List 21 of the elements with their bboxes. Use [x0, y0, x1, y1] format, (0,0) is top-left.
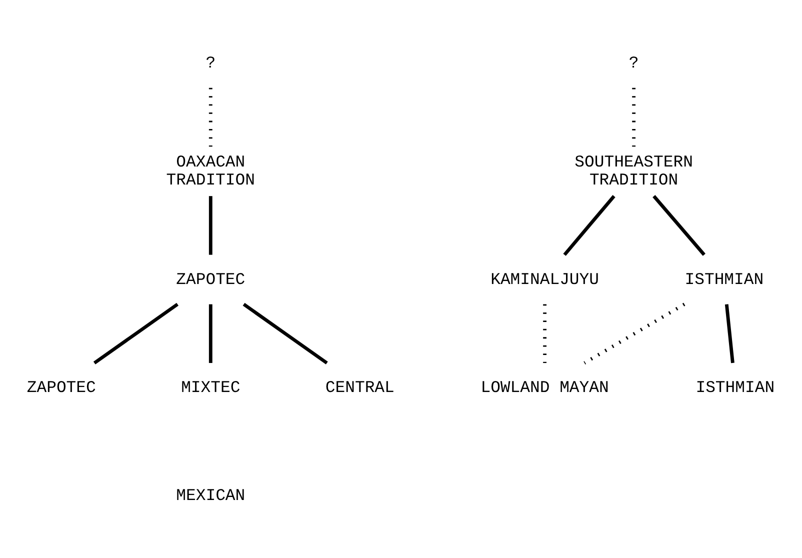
node-text: ?	[206, 52, 216, 72]
node-text: ZAPOTEC	[26, 377, 96, 396]
node-text: ISTHMIAN	[684, 269, 764, 288]
label: MEXICAN	[176, 486, 246, 505]
node-text: ISTHMIAN	[696, 377, 775, 396]
node-text: LOWLAND MAYAN	[480, 377, 609, 396]
connector	[652, 194, 706, 256]
connector	[584, 302, 686, 364]
node-text: ?	[628, 52, 639, 72]
connector	[93, 302, 178, 364]
connector	[208, 196, 212, 254]
node-text: CENTRAL	[325, 377, 394, 396]
node-text: MIXTEC	[181, 377, 240, 396]
node-text: ZAPOTEC	[176, 269, 246, 288]
connector	[208, 304, 212, 362]
node-text: SOUTHEASTERN TRADITION	[574, 152, 693, 189]
connector	[563, 194, 616, 256]
node-text: OAXACAN TRADITION	[166, 152, 255, 189]
connector	[724, 304, 734, 363]
node-text: KAMINALJUYU	[490, 269, 599, 288]
connector	[242, 302, 328, 364]
